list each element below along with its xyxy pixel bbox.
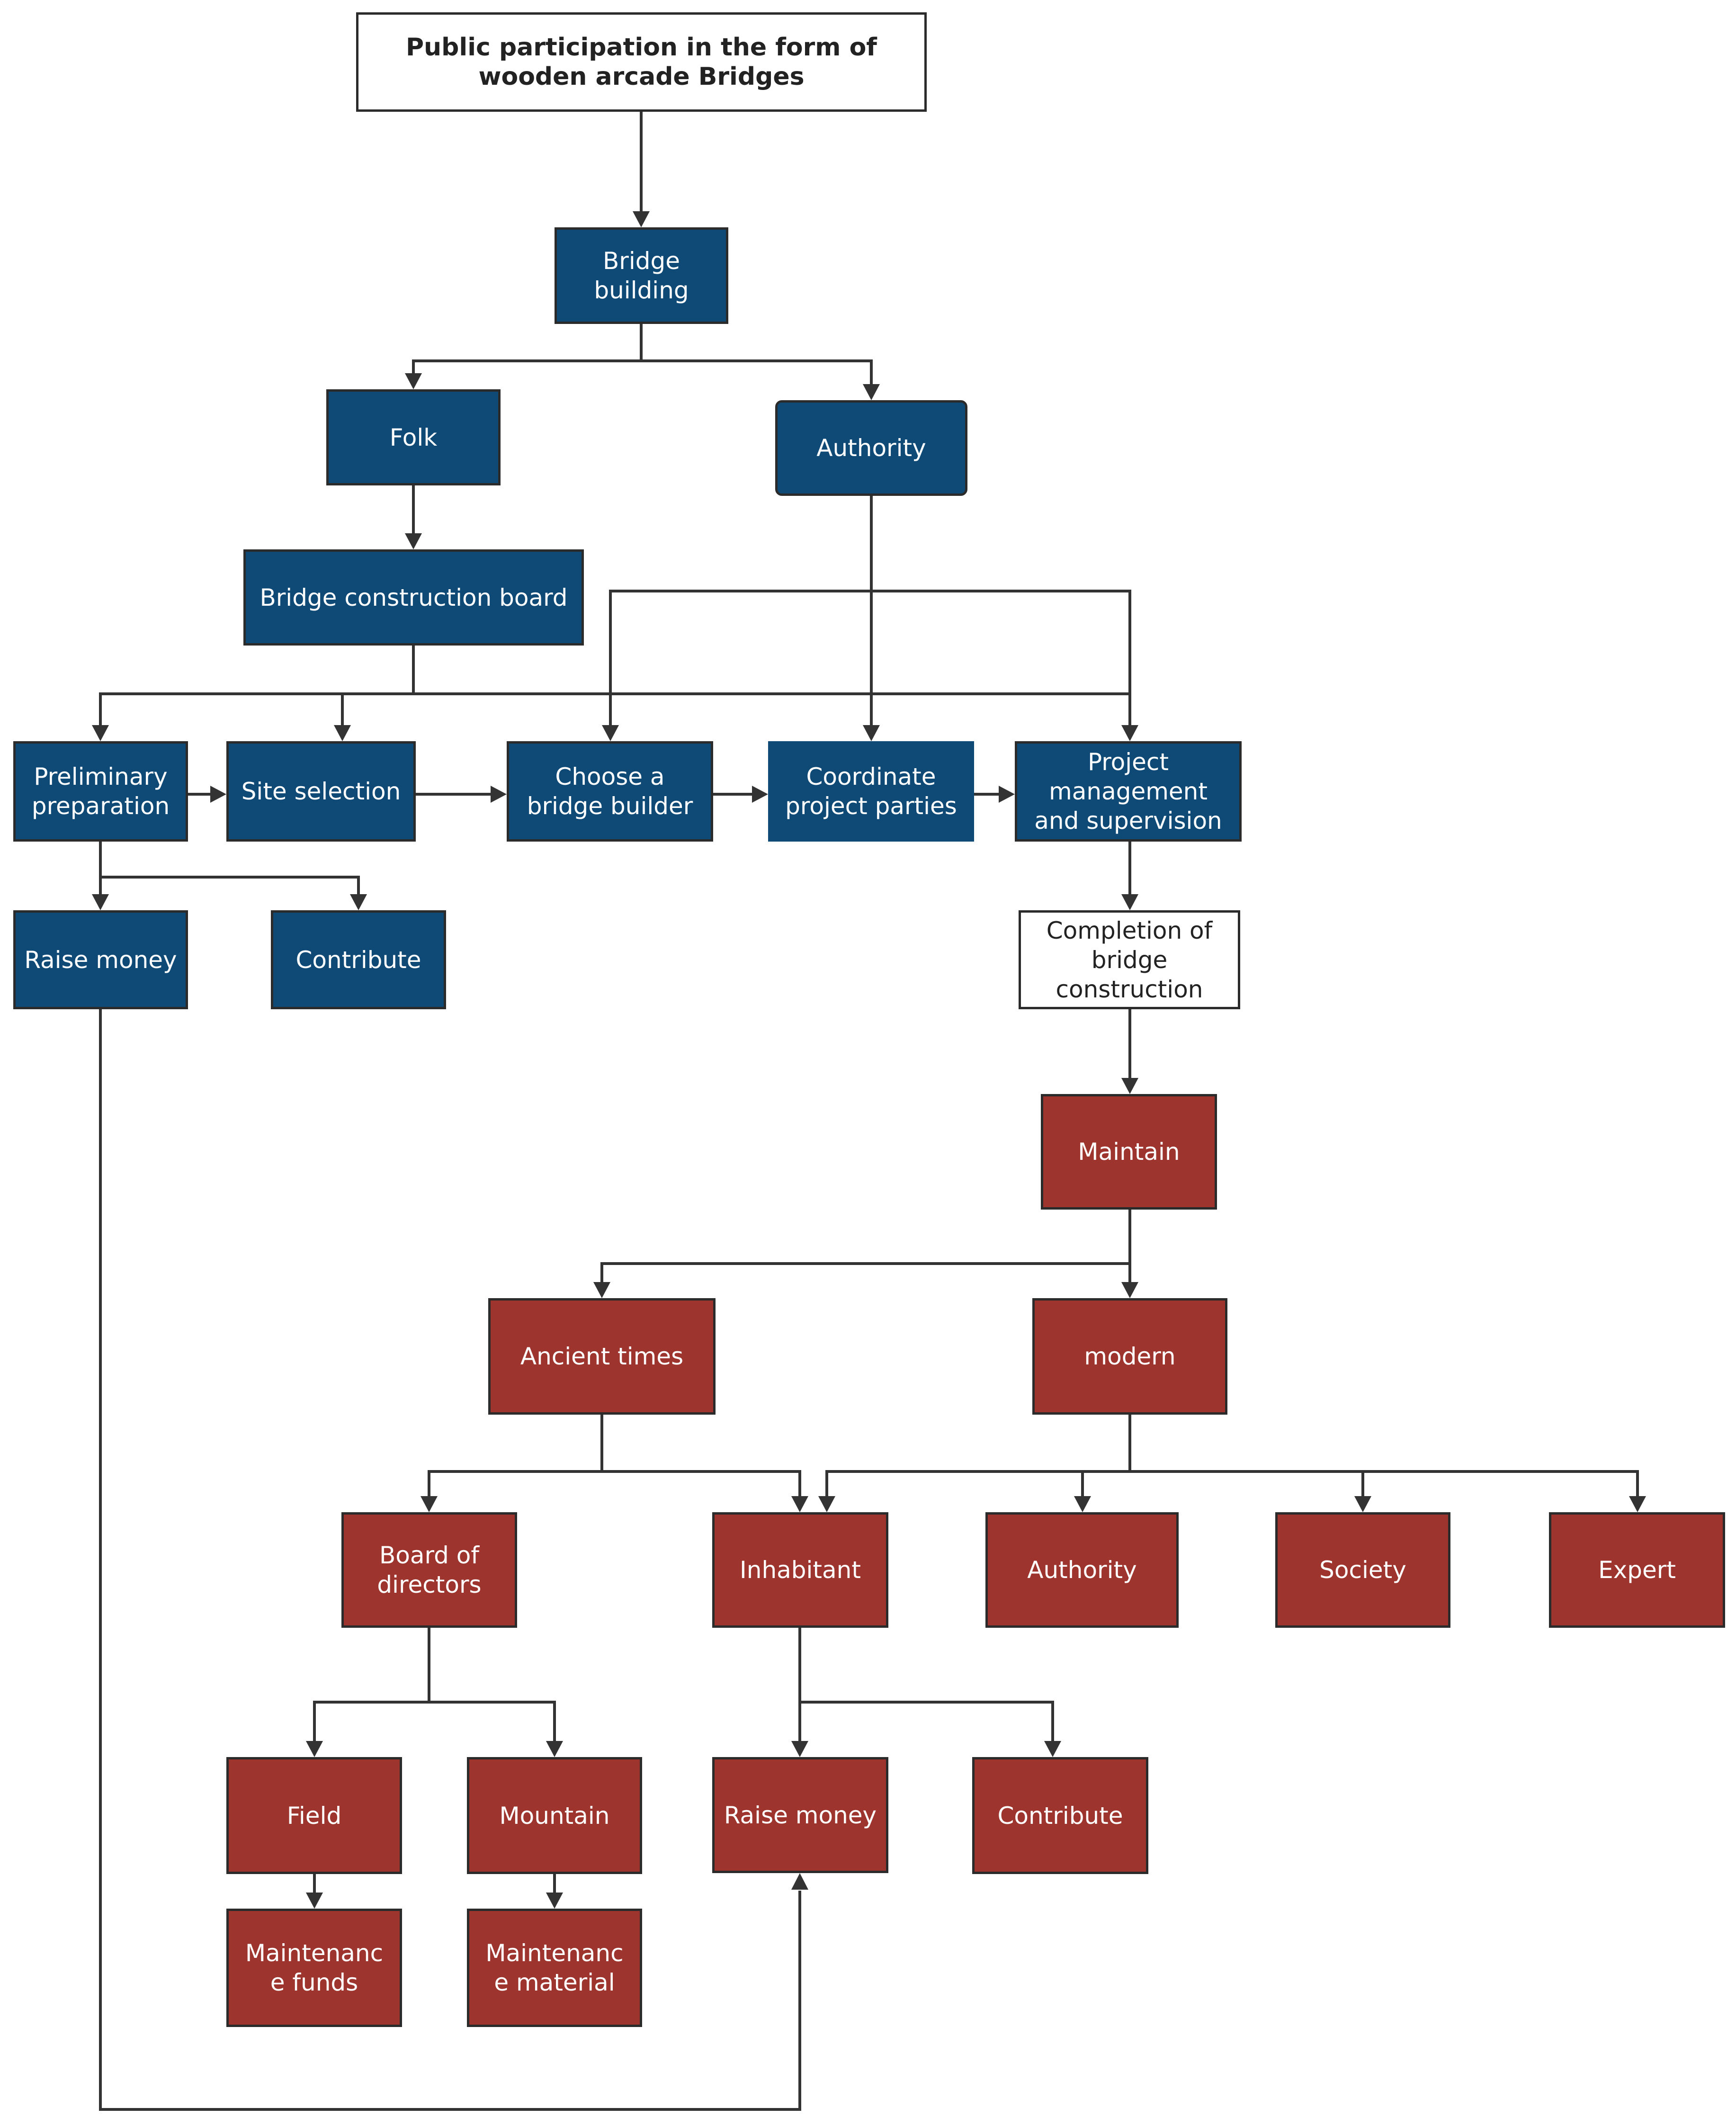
ancient-times-node: Ancient times bbox=[488, 1298, 716, 1415]
maintenance-funds-node: Maintenanc e funds bbox=[226, 1909, 402, 2027]
edge-authority-branch bbox=[609, 590, 1131, 728]
contribute-node-bottom: Contribute bbox=[972, 1757, 1148, 1874]
choose-bridge-builder-node: Choose a bridge builder bbox=[507, 741, 713, 842]
arrowhead bbox=[633, 211, 650, 227]
edge-bridge-folk bbox=[412, 324, 643, 377]
edge-prelim-contribute bbox=[100, 876, 360, 897]
field-node: Field bbox=[226, 1757, 402, 1874]
arrowhead bbox=[92, 725, 109, 741]
edge-directors-mountain bbox=[429, 1701, 556, 1744]
project-management-node: Project management and supervision bbox=[1015, 741, 1242, 842]
arrowhead bbox=[863, 725, 880, 741]
preliminary-preparation-node: Preliminary preparation bbox=[13, 741, 188, 842]
mountain-node: Mountain bbox=[467, 1757, 642, 1874]
arrowhead bbox=[306, 1893, 323, 1909]
modern-node: modern bbox=[1032, 1298, 1227, 1415]
arrowhead bbox=[593, 1282, 610, 1298]
maintain-node: Maintain bbox=[1041, 1094, 1217, 1210]
arrowhead bbox=[306, 1741, 323, 1757]
completion-node: Completion of bridge construction bbox=[1019, 910, 1240, 1009]
arrowhead bbox=[1074, 1496, 1091, 1512]
edge-ancient-inhabitant bbox=[602, 1470, 801, 1499]
edge-raise-top-raise-bottom bbox=[99, 1009, 801, 2111]
arrowhead bbox=[602, 725, 619, 741]
arrowhead bbox=[791, 1496, 808, 1512]
board-of-directors-node: Board of directors bbox=[341, 1512, 517, 1628]
arrowhead bbox=[405, 533, 422, 549]
contribute-node-top: Contribute bbox=[271, 910, 446, 1009]
edge-maintain-ancient bbox=[600, 1210, 1131, 1285]
edge-modern-bus bbox=[1130, 1470, 1639, 1499]
edge-directors-field bbox=[313, 1628, 430, 1744]
arrowhead bbox=[1121, 894, 1138, 910]
arrowhead bbox=[1121, 1282, 1138, 1298]
folk-node: Folk bbox=[326, 389, 501, 485]
arrowhead bbox=[1121, 725, 1138, 741]
arrowhead bbox=[421, 1496, 438, 1512]
site-selection-node: Site selection bbox=[226, 741, 416, 842]
maintenance-material-node: Maintenanc e material bbox=[467, 1909, 642, 2027]
root-node: Public participation in the form of wood… bbox=[356, 12, 927, 112]
arrowhead bbox=[999, 786, 1015, 803]
connector-lines bbox=[99, 112, 1639, 2111]
arrowhead bbox=[546, 1741, 563, 1757]
bridge-construction-board-node: Bridge construction board bbox=[243, 549, 584, 646]
arrowhead bbox=[405, 373, 422, 389]
arrowhead bbox=[752, 786, 768, 803]
arrowheads bbox=[92, 211, 1646, 1909]
coordinate-project-parties-node: Coordinate project parties bbox=[768, 741, 974, 842]
arrowhead bbox=[791, 1741, 808, 1757]
edge-inhabitant-contribute bbox=[800, 1701, 1054, 1744]
arrowhead bbox=[491, 786, 507, 803]
raise-money-node-bottom: Raise money bbox=[712, 1757, 888, 1873]
arrowhead bbox=[350, 894, 367, 910]
edge-ancient-directors bbox=[428, 1415, 603, 1499]
arrowhead bbox=[1354, 1496, 1371, 1512]
arrowhead bbox=[818, 1496, 835, 1512]
arrowhead bbox=[791, 1873, 808, 1890]
authority-node: Authority bbox=[775, 400, 967, 496]
edge-modern-inhabitant bbox=[825, 1415, 1131, 1499]
arrowhead bbox=[92, 894, 109, 910]
edge-bridge-authority bbox=[641, 359, 873, 387]
arrowhead bbox=[1629, 1496, 1646, 1512]
arrowhead bbox=[546, 1893, 563, 1909]
expert-node: Expert bbox=[1549, 1512, 1725, 1628]
arrowhead bbox=[1121, 1078, 1138, 1094]
arrowhead bbox=[334, 725, 351, 741]
arrowhead bbox=[863, 384, 880, 400]
arrowhead bbox=[210, 786, 226, 803]
society-node: Society bbox=[1275, 1512, 1450, 1628]
inhabitant-node: Inhabitant bbox=[712, 1512, 888, 1628]
raise-money-node-top: Raise money bbox=[13, 910, 188, 1009]
edge-board-prelim bbox=[99, 646, 415, 728]
arrowhead bbox=[1044, 1741, 1061, 1757]
bridge-building-node: Bridge building bbox=[555, 227, 728, 324]
authority-node-bottom: Authority bbox=[985, 1512, 1179, 1628]
